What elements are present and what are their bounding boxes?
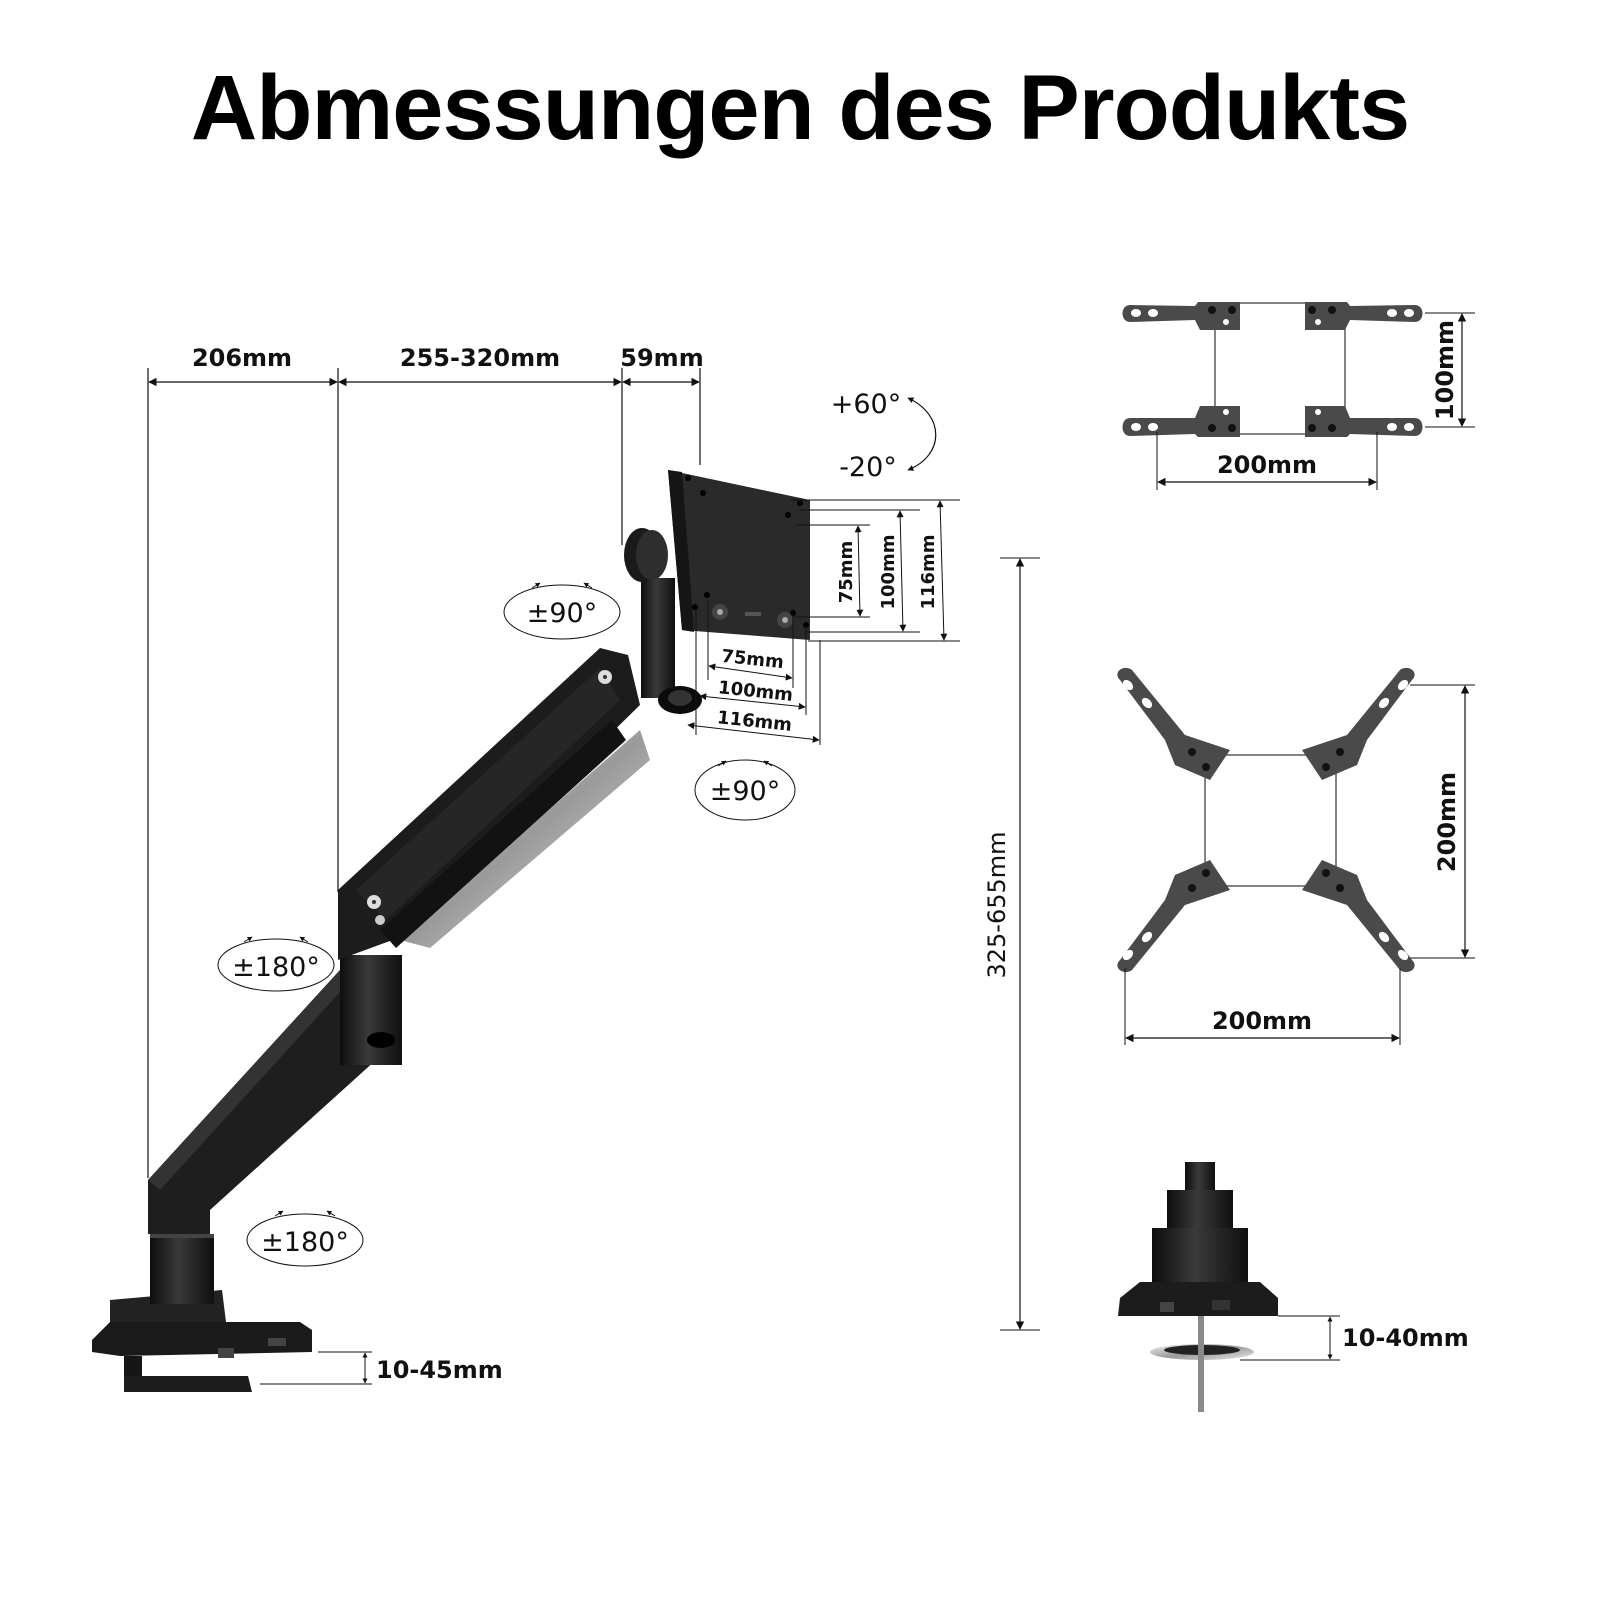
adapter-horizontal: 100mm 200mm: [1122, 302, 1475, 490]
vesa-v-116: 116mm: [918, 534, 939, 609]
page-title: Abmessungen des Produkts: [190, 57, 1410, 159]
height-range-label: 325-655mm: [983, 831, 1011, 978]
grommet-mount: 10-40mm: [1118, 1162, 1469, 1412]
clamp-thickness-label: 10-45mm: [376, 1356, 503, 1384]
reach-label-1: 206mm: [192, 344, 292, 372]
svg-text:±90°: ±90°: [527, 598, 597, 629]
reach-label-3: 59mm: [620, 344, 703, 372]
svg-text:±90°: ±90°: [710, 776, 780, 807]
vesa-v-75: 75mm: [836, 541, 857, 604]
reach-dimension: 206mm 255-320mm 59mm: [147, 344, 704, 1178]
desk-clamp: [92, 1234, 312, 1392]
adapter-cross-height-label: 200mm: [1433, 772, 1461, 872]
tilt-up-label: +60°: [831, 389, 901, 420]
vesa-h-116: 116mm: [716, 707, 793, 736]
lower-arm: [148, 955, 402, 1234]
svg-text:±180°: ±180°: [261, 1227, 349, 1258]
adapter-cross-width-label: 200mm: [1212, 1007, 1312, 1035]
height-range-dimension: 325-655mm: [983, 557, 1040, 1331]
rotation-screen: ±90°: [694, 759, 796, 821]
vesa-h-100: 100mm: [717, 677, 794, 706]
adapter-h-width-label: 200mm: [1217, 451, 1317, 479]
reach-label-2: 255-320mm: [400, 344, 560, 372]
grommet-thickness-label: 10-40mm: [1342, 1324, 1469, 1352]
tilt-down-label: -20°: [839, 452, 897, 483]
upper-arm: [338, 648, 650, 960]
clamp-thickness-dimension: 10-45mm: [260, 1351, 503, 1385]
tilt-head: [624, 528, 702, 714]
monitor-arm-illustration: [92, 470, 810, 1392]
vesa-plate: [668, 470, 810, 640]
vesa-vertical-dimensions: 75mm 100mm 116mm: [790, 499, 960, 642]
tilt-indicator: +60° -20°: [831, 389, 937, 483]
adapter-cross: 200mm 200mm: [1117, 667, 1475, 1045]
rotation-head-swivel: ±90°: [503, 582, 621, 640]
rotation-elbow: ±180°: [217, 936, 335, 992]
svg-text:±180°: ±180°: [232, 952, 320, 983]
vesa-v-100: 100mm: [878, 534, 899, 609]
rotation-base: ±180°: [246, 1210, 364, 1267]
adapter-h-height-label: 100mm: [1431, 320, 1459, 420]
